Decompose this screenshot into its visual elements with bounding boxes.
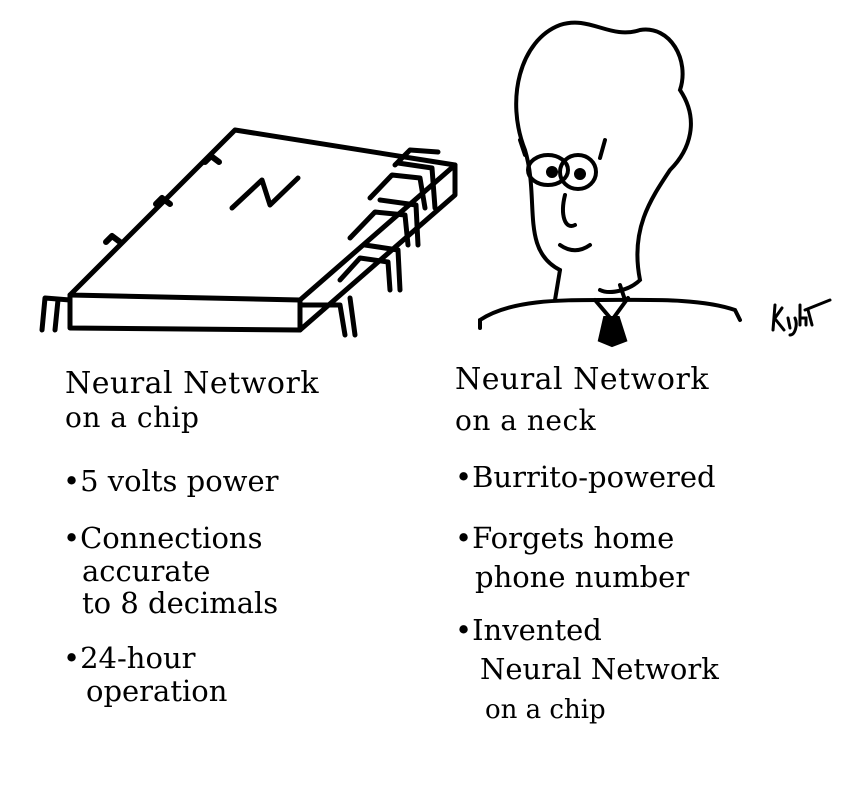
signature-knight xyxy=(771,298,832,337)
neck-bullet-forgets-1: •Forgets home xyxy=(455,521,675,555)
neck-bullet-forgets-2: phone number xyxy=(475,560,690,594)
chip-bullet-connections-1: •Connections xyxy=(63,521,263,555)
chip-bullet-power: •5 volts power xyxy=(63,464,279,498)
neck-title-line2: on a neck xyxy=(455,404,597,437)
chip-bullet-connections-3: to 8 decimals xyxy=(82,586,279,620)
neck-bullet-burrito: •Burrito-powered xyxy=(455,460,716,494)
chip-bullet-operation-2: operation xyxy=(86,674,228,708)
chip-bullet-connections-2: accurate xyxy=(82,554,211,588)
neck-bullet-invented-2: Neural Network xyxy=(480,652,719,686)
chip-title-line1: Neural Network xyxy=(65,366,320,401)
neck-title-line1: Neural Network xyxy=(455,362,710,397)
chip-drawing xyxy=(39,127,458,338)
chip-title-line2: on a chip xyxy=(65,401,200,434)
chip-bullet-operation-1: •24-hour xyxy=(63,641,196,675)
person-drawing xyxy=(478,20,742,348)
neck-bullet-invented-1: •Invented xyxy=(455,613,602,647)
neck-bullet-invented-3: on a chip xyxy=(485,695,606,725)
